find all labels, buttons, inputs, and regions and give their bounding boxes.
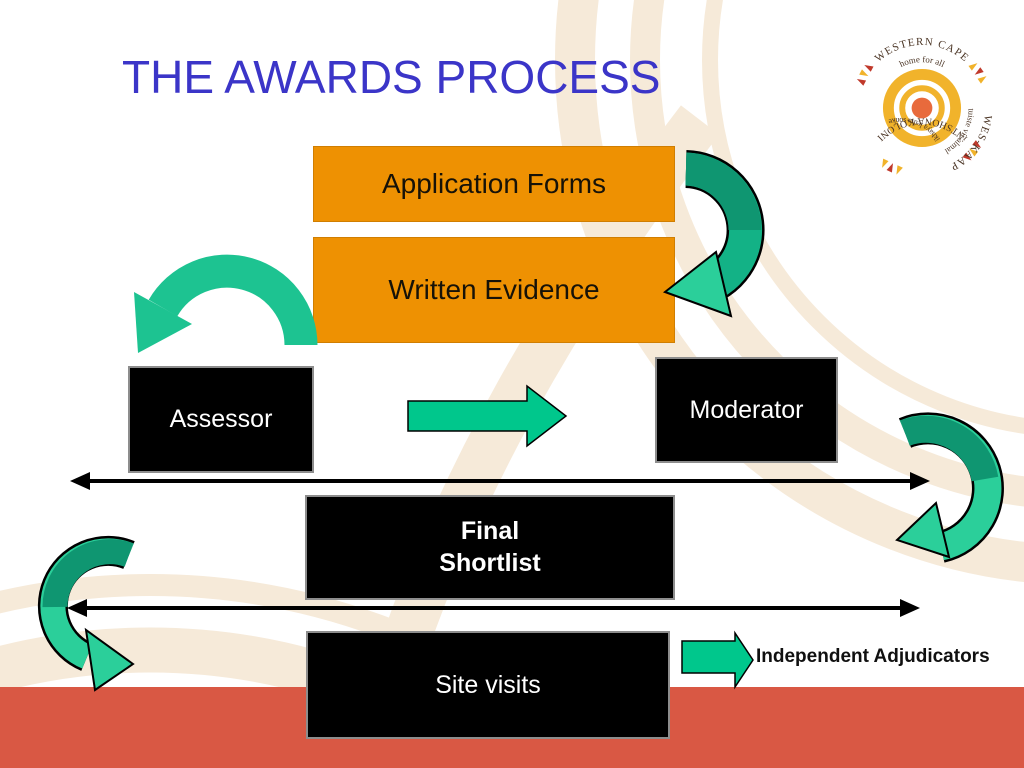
box-application-forms-label: Application Forms (381, 168, 607, 199)
box-site-visits: Site visits (306, 631, 670, 739)
western-cape-logo: WESTERN CAPE WES-KAAP iNTSHONA KOLONI ho… (856, 36, 993, 175)
box-final-shortlist-line1: Final (460, 517, 520, 546)
box-assessor-label: Assessor (169, 405, 273, 433)
box-application-forms: Application Forms (313, 146, 675, 222)
box-final-shortlist: Final Shortlist (305, 495, 675, 600)
swirl-arc (0, 574, 624, 768)
logo-text-inner-top: home for all (898, 54, 947, 69)
box-assessor: Assessor (128, 366, 314, 473)
box-site-visits-label: Site visits (435, 670, 541, 699)
box-moderator-label: Moderator (689, 395, 804, 424)
logo-triangles (856, 63, 987, 175)
slide-title: THE AWARDS PROCESS (122, 51, 661, 103)
box-written-evidence: Written Evidence (313, 237, 675, 343)
swirl-arc (630, 0, 1024, 507)
box-written-evidence-label: Written Evidence (388, 274, 600, 305)
swirl-arc (0, 627, 544, 768)
swirl-arc (702, 0, 1024, 434)
box-moderator: Moderator (655, 357, 838, 463)
swirl-arc (555, 0, 1024, 582)
independent-adjudicators-label: Independent Adjudicators (756, 646, 990, 667)
swirl-highlight (0, 614, 565, 768)
box-final-shortlist-line2: Shortlist (439, 548, 541, 577)
logo-sun-spiral (882, 68, 962, 148)
